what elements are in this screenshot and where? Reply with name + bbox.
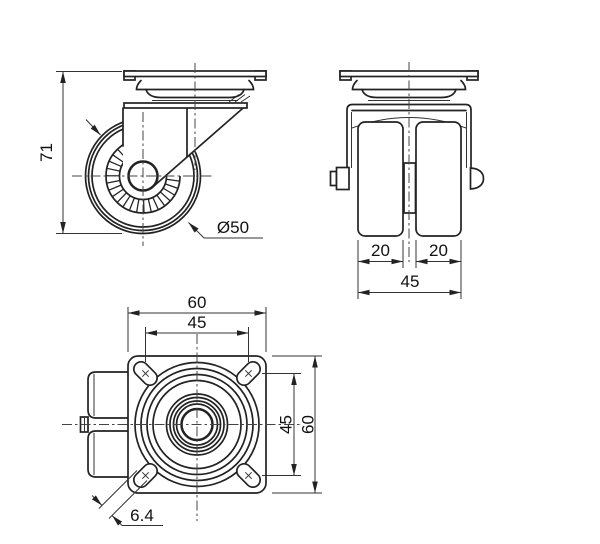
- swivel-fork: [122, 94, 251, 192]
- hole-spacing-y-label: 45: [276, 415, 295, 434]
- axle-nut-dome: [469, 167, 485, 190]
- front-view: 20 20 45: [329, 62, 485, 299]
- slot-width-dimension: 6.4: [91, 470, 163, 526]
- plan-view: 60 45 45 60 6.4: [62, 293, 322, 526]
- wheel-diameter-callout: Ø50: [188, 218, 263, 239]
- plate-height-label: 60: [298, 415, 317, 434]
- wheels-plan: [79, 371, 128, 478]
- plate-width-dimensions: 60 45: [127, 293, 267, 362]
- right-wheel: [415, 121, 462, 237]
- wheel-diameter-label: Ø50: [217, 218, 249, 237]
- wheel-width-dimensions: 20 20 45: [357, 240, 462, 299]
- plate-width-label: 60: [188, 293, 207, 312]
- twin-wheels-front: [329, 121, 485, 237]
- axle-bolt-step: [329, 170, 338, 187]
- height-dimension: 71: [37, 71, 122, 234]
- hole-spacing-x-label: 45: [188, 313, 207, 332]
- centerlines-plan: [62, 334, 302, 521]
- left-wheel-width-label: 20: [371, 241, 390, 260]
- plate-height-dimensions: 45 60: [262, 355, 322, 494]
- centerlines-side: [72, 63, 214, 246]
- axle-housing: [403, 162, 417, 214]
- left-wheel: [357, 121, 404, 237]
- mounting-slots: [132, 360, 262, 489]
- side-view: Ø50 71: [37, 63, 267, 246]
- height-dimension-label: 71: [37, 143, 56, 162]
- axle-bolt-head: [335, 166, 350, 191]
- tread-leader-arrow: [85, 119, 101, 136]
- overall-width-label: 45: [401, 272, 420, 291]
- slot-width-label: 6.4: [130, 506, 154, 525]
- right-wheel-width-label: 20: [429, 241, 448, 260]
